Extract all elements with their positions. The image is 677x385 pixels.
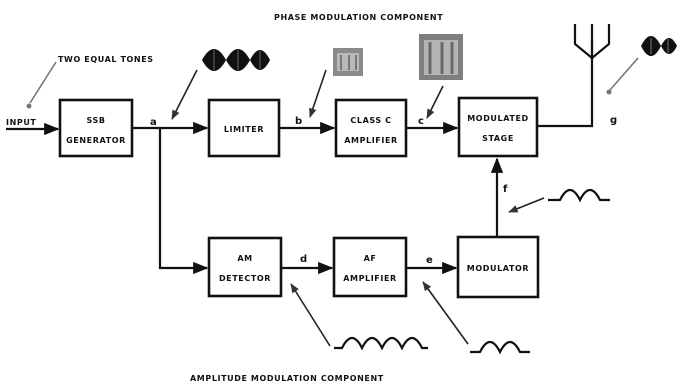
am-detector-output-waveform-icon: [334, 336, 428, 351]
pointer-g-dot: [606, 89, 612, 95]
pointer-c: [426, 85, 444, 119]
point-a-label: a: [150, 117, 157, 128]
classc-label-1: CLASS C: [350, 116, 391, 125]
two-tone-rf-waveform-icon: [202, 49, 270, 71]
modulator-output-waveform-icon: [548, 188, 610, 203]
modulated-stage-block: MODULATED STAGE: [457, 96, 539, 158]
ssb-generator-block: SSB GENERATOR: [58, 98, 134, 158]
limited-signal-icon: [333, 48, 363, 76]
limiter-block: LIMITER: [207, 98, 281, 158]
modstage-label-1: MODULATED: [467, 114, 529, 123]
point-f-label: f: [503, 184, 508, 195]
point-b-label: b: [295, 116, 302, 127]
af-output-waveform-icon: [470, 340, 530, 355]
af-label-1: AF: [364, 254, 377, 263]
ssb-label-2: GENERATOR: [66, 136, 126, 145]
modulator-label: MODULATOR: [467, 264, 529, 273]
am-label-2: DETECTOR: [219, 274, 271, 283]
pointer-a: [171, 69, 198, 120]
point-g-label: g: [610, 115, 617, 126]
output-rf-waveform-icon: [641, 36, 677, 56]
class-c-output-signal-icon: [419, 34, 463, 80]
pointer-f: [508, 197, 545, 213]
point-d-label: d: [300, 254, 307, 265]
ssb-label-1: SSB: [86, 116, 105, 125]
limiter-label: LIMITER: [224, 125, 264, 134]
class-c-amplifier-block: CLASS C AMPLIFIER: [334, 98, 408, 158]
af-amplifier-block: AF AMPLIFIER: [332, 236, 408, 298]
pointer-d: [290, 283, 331, 347]
modulator-block: MODULATOR: [456, 235, 540, 299]
modstage-label-2: STAGE: [482, 134, 514, 143]
antenna-icon: [573, 24, 611, 59]
pointer-g: [609, 57, 639, 91]
amplitude-modulation-label: AMPLITUDE MODULATION COMPONENT: [190, 374, 384, 383]
am-detector-block: AM DETECTOR: [207, 236, 283, 298]
pointer-b: [309, 69, 327, 118]
two-equal-tones-label: TWO EQUAL TONES: [58, 55, 154, 64]
tones-pointer-dot: [26, 103, 32, 109]
classc-label-2: AMPLIFIER: [344, 136, 398, 145]
phase-modulation-label: PHASE MODULATION COMPONENT: [274, 13, 443, 22]
tones-pointer: [29, 61, 57, 104]
wire-branch-to-am-detector: [158, 128, 209, 275]
point-e-label: e: [426, 255, 433, 266]
pointer-e: [422, 281, 469, 345]
input-label: INPUT: [6, 118, 37, 127]
wire-output-to-antenna: [537, 40, 594, 128]
af-label-2: AMPLIFIER: [343, 274, 397, 283]
am-label-1: AM: [237, 254, 252, 263]
point-c-label: c: [418, 116, 424, 127]
